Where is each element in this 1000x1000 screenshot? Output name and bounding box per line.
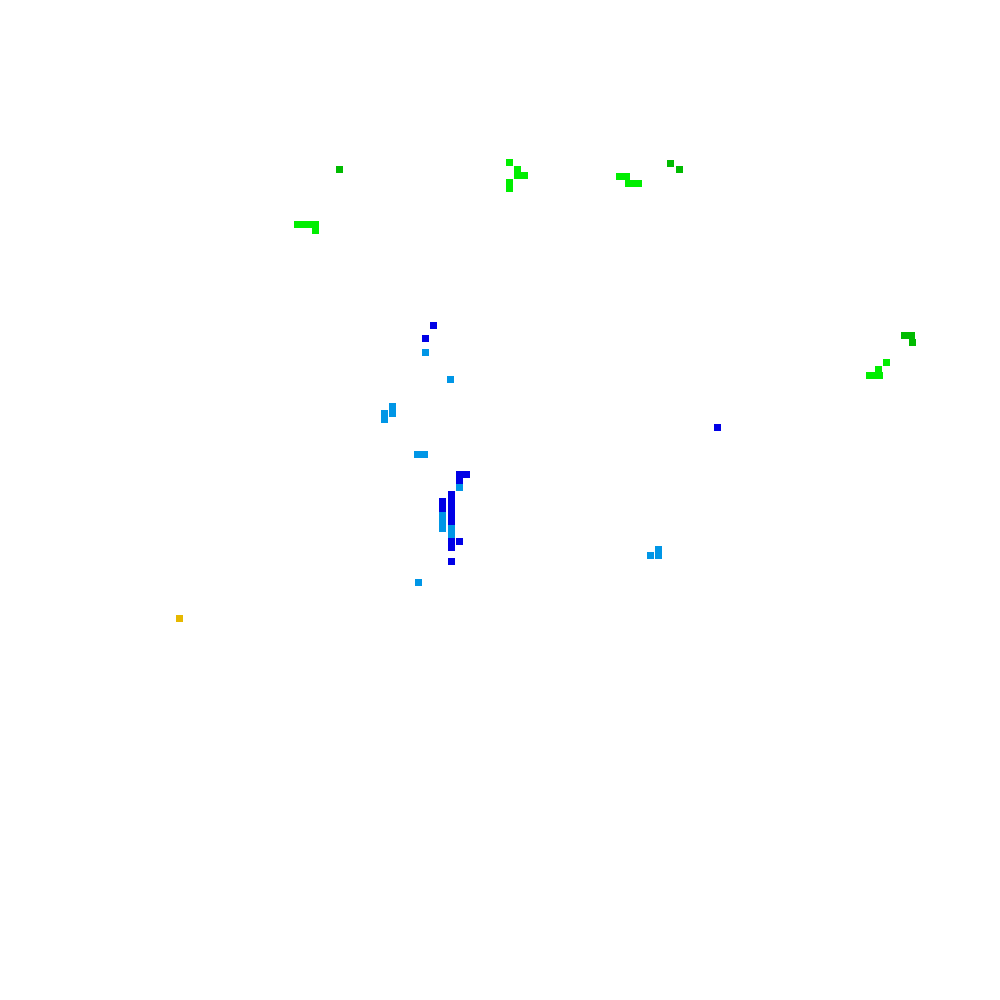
pixel-green-bright: [883, 359, 890, 366]
pixel-green-bright: [514, 172, 521, 179]
pixel-blue-light: [647, 552, 654, 559]
pixel-blue-dark: [448, 544, 455, 551]
pixel-green-bright: [506, 179, 513, 186]
pixel-green-bright: [514, 166, 521, 173]
pixel-blue-dark: [448, 491, 455, 498]
pixel-blue-dark: [456, 471, 463, 478]
pixel-blue-light: [447, 376, 454, 383]
pixel-green-dark: [901, 332, 908, 339]
pixel-green-bright: [616, 173, 623, 180]
pixel-blue-dark: [439, 505, 446, 512]
pixel-blue-dark: [448, 538, 455, 545]
pixel-blue-dark: [448, 498, 455, 505]
pixel-blue-light: [439, 518, 446, 525]
pixel-blue-dark: [422, 335, 429, 342]
pixel-green-bright: [635, 180, 642, 187]
pixel-green-bright: [623, 173, 630, 180]
pixel-blue-dark: [448, 558, 455, 565]
pixel-green-bright: [301, 221, 308, 228]
pixel-green-bright: [521, 172, 528, 179]
pixel-blue-light: [655, 546, 662, 553]
pixel-blue-dark: [448, 505, 455, 512]
pixel-green-dark: [676, 166, 683, 173]
pixel-green-bright: [312, 221, 319, 228]
pixel-blue-dark: [439, 498, 446, 505]
pixel-blue-dark: [714, 424, 721, 431]
pixel-blue-light: [421, 451, 428, 458]
pixel-blue-light: [389, 410, 396, 417]
pixel-blue-light: [456, 484, 463, 491]
pixel-blue-light: [655, 552, 662, 559]
pixel-green-bright: [875, 366, 882, 373]
pixel-blue-light: [448, 525, 455, 532]
pixel-blue-dark: [463, 471, 470, 478]
pixel-blue-light: [381, 410, 388, 417]
pixel-green-bright: [625, 180, 632, 187]
pixel-green-dark: [909, 339, 916, 346]
pixel-blue-light: [422, 349, 429, 356]
pixel-green-dark: [667, 160, 674, 167]
pixel-green-dark: [336, 166, 343, 173]
pixel-green-bright: [876, 372, 883, 379]
pixel-green-bright: [308, 221, 315, 228]
pixel-blue-light: [448, 531, 455, 538]
pixel-green-dark: [908, 332, 915, 339]
pixel-blue-light: [381, 416, 388, 423]
pixel-green-bright: [312, 227, 319, 234]
pixel-blue-dark: [430, 322, 437, 329]
pixel-yellow: [176, 615, 183, 622]
pixel-blue-dark: [456, 477, 463, 484]
pixel-blue-light: [439, 525, 446, 532]
pixel-blue-dark: [448, 518, 455, 525]
pixel-blue-light: [389, 403, 396, 410]
pixel-blue-light: [439, 512, 446, 519]
pixel-blue-dark: [448, 512, 455, 519]
pixel-blue-light: [414, 451, 421, 458]
pixel-blue-light: [415, 579, 422, 586]
pixel-green-bright: [866, 372, 873, 379]
pixel-green-bright: [294, 221, 301, 228]
pixel-green-bright: [506, 185, 513, 192]
pixel-green-bright: [506, 159, 513, 166]
pixel-blue-dark: [456, 538, 463, 545]
